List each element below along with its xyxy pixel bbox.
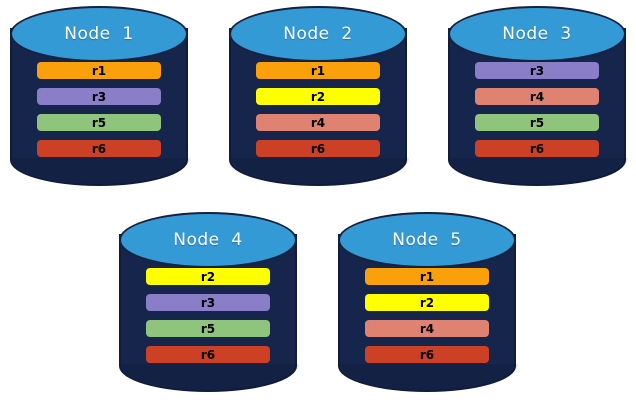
cylinder-top-ellipse: [119, 212, 297, 268]
replica-bar[interactable]: r6: [146, 346, 270, 363]
replica-bar[interactable]: r6: [256, 140, 380, 157]
replica-label: r2: [310, 89, 326, 104]
replica-label: r1: [91, 63, 107, 78]
replica-bar[interactable]: r6: [365, 346, 489, 363]
replica-label: r4: [310, 115, 326, 130]
replica-label: r1: [419, 269, 435, 284]
replica-bar[interactable]: r1: [37, 62, 161, 79]
replica-bar[interactable]: r2: [365, 294, 489, 311]
cylinder-top-ellipse: [338, 212, 516, 268]
replica-label: r5: [91, 115, 107, 130]
cylinder-top-ellipse: [10, 6, 188, 62]
replica-bar[interactable]: r1: [256, 62, 380, 79]
replica-bar[interactable]: r3: [475, 62, 599, 79]
replica-stack: r3 r4 r5 r6: [475, 62, 599, 157]
replica-bar[interactable]: r4: [256, 114, 380, 131]
cylinder-bottom-shade: [231, 158, 409, 184]
replica-bar[interactable]: r5: [37, 114, 161, 131]
replica-stack: r2 r3 r5 r6: [146, 268, 270, 363]
replica-label: r6: [310, 141, 326, 156]
node-label: Node 3: [502, 24, 572, 44]
replica-bar[interactable]: r5: [475, 114, 599, 131]
replica-bar[interactable]: r4: [475, 88, 599, 105]
cylinder-bottom-shade: [450, 158, 628, 184]
node-label: Node 5: [392, 230, 462, 250]
replica-bar[interactable]: r3: [146, 294, 270, 311]
replica-label: r3: [200, 295, 216, 310]
database-node-1[interactable]: r1 r3 r5 r6 Node 1: [10, 6, 190, 186]
replica-label: r6: [200, 347, 216, 362]
replica-stack: r1 r3 r5 r6: [37, 62, 161, 157]
replica-bar[interactable]: r2: [256, 88, 380, 105]
database-node-2[interactable]: r1 r2 r4 r6 Node 2: [229, 6, 409, 186]
replica-label: r2: [200, 269, 216, 284]
replica-label: r6: [419, 347, 435, 362]
replica-bar[interactable]: r1: [365, 268, 489, 285]
database-node-4[interactable]: r2 r3 r5 r6 Node 4: [119, 212, 299, 392]
replica-label: r1: [310, 63, 326, 78]
replica-bar[interactable]: r5: [146, 320, 270, 337]
replica-bar[interactable]: r3: [37, 88, 161, 105]
replica-stack: r1 r2 r4 r6: [256, 62, 380, 157]
cylinder-bottom-shade: [340, 364, 518, 390]
replica-bar[interactable]: r6: [37, 140, 161, 157]
replica-bar[interactable]: r6: [475, 140, 599, 157]
replica-bar[interactable]: r4: [365, 320, 489, 337]
replica-label: r2: [419, 295, 435, 310]
node-label: Node 4: [173, 230, 243, 250]
replica-label: r6: [529, 141, 545, 156]
replica-label: r3: [91, 89, 107, 104]
replica-label: r4: [529, 89, 545, 104]
replica-label: r5: [200, 321, 216, 336]
cylinder-bottom-shade: [121, 364, 299, 390]
replica-label: r6: [91, 141, 107, 156]
database-node-3[interactable]: r3 r4 r5 r6 Node 3: [448, 6, 628, 186]
cylinder-top-ellipse: [229, 6, 407, 62]
node-label: Node 2: [283, 24, 353, 44]
replica-bar[interactable]: r2: [146, 268, 270, 285]
cylinder-bottom-shade: [12, 158, 190, 184]
database-node-5[interactable]: r1 r2 r4 r6 Node 5: [338, 212, 518, 392]
replica-stack: r1 r2 r4 r6: [365, 268, 489, 363]
cylinder-top-ellipse: [448, 6, 626, 62]
replica-label: r4: [419, 321, 435, 336]
replica-label: r3: [529, 63, 545, 78]
node-label: Node 1: [64, 24, 134, 44]
replica-label: r5: [529, 115, 545, 130]
